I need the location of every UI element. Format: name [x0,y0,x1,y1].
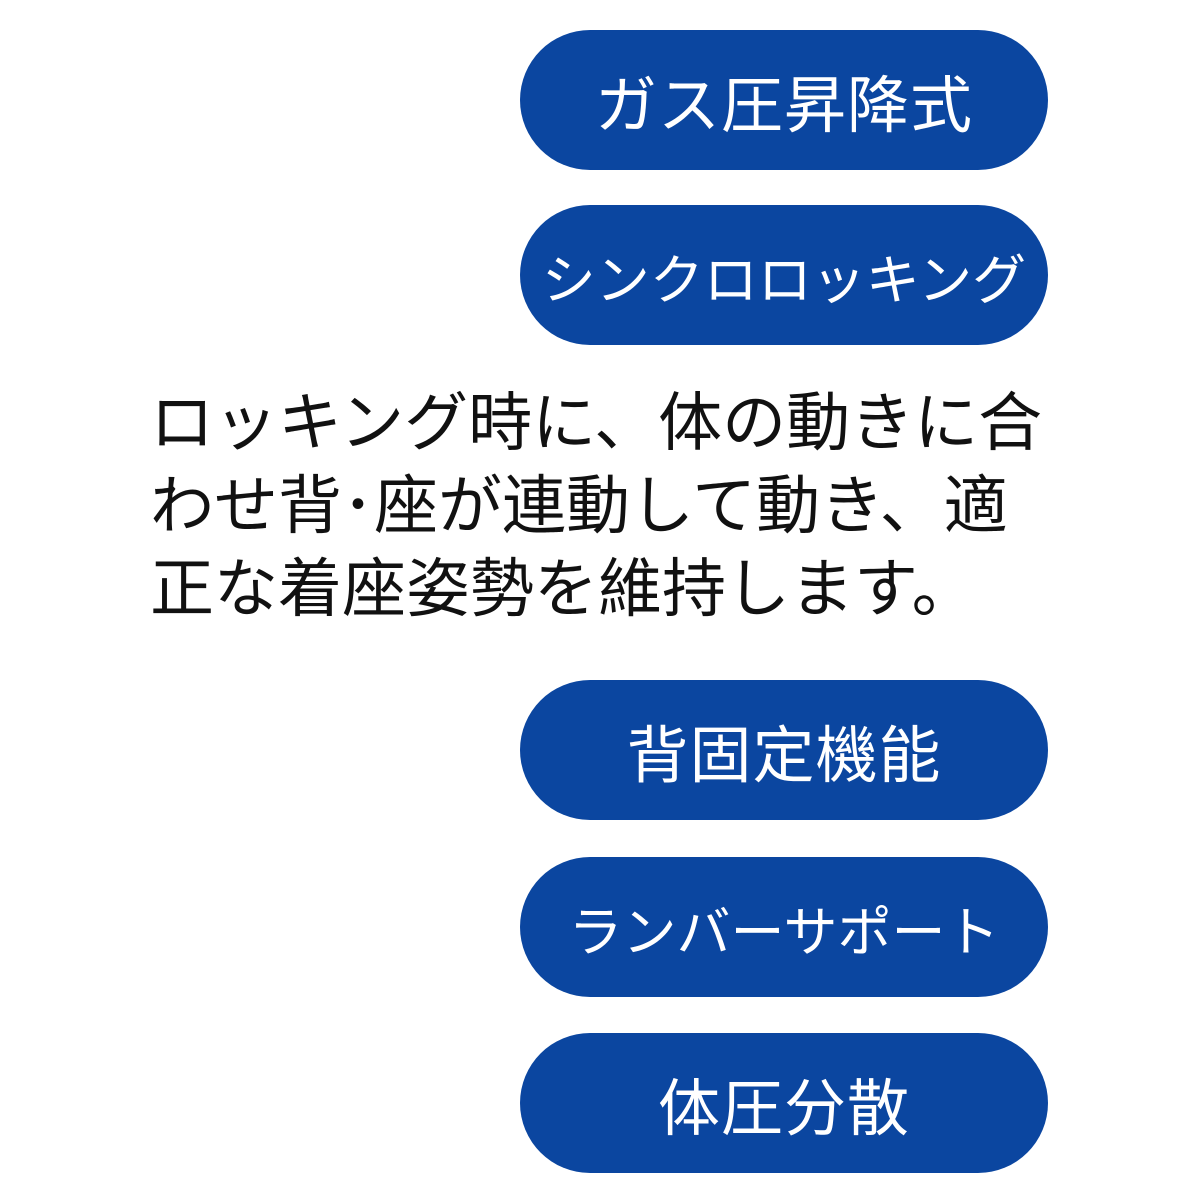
description-line: 正な着座姿勢を維持します。 [150,553,976,627]
feature-badge-synchro-rocking: シンクロロッキング [520,205,1048,345]
feature-badge-gas-lift: ガス圧昇降式 [520,30,1048,170]
feature-badge-back-lock: 背固定機能 [520,680,1048,820]
feature-badge-label: ガス圧昇降式 [594,69,973,142]
feature-badge-label: シンクロロッキング [541,248,1027,312]
feature-badge-label: 背固定機能 [626,719,942,792]
description-line: ロッキング時に、体の動きに合 [150,387,1043,461]
feature-description: ロッキング時に、体の動きに合 わせ背･座が連動して動き、適 正な着座姿勢を維持し… [150,383,1070,632]
feature-badge-pressure-distribution: 体圧分散 [520,1033,1048,1173]
description-line: わせ背･座が連動して動き、適 [150,470,1008,544]
feature-badge-label: ランバーサポート [568,900,1000,964]
feature-badge-lumbar-support: ランバーサポート [520,857,1048,997]
feature-badge-label: 体圧分散 [657,1072,910,1145]
